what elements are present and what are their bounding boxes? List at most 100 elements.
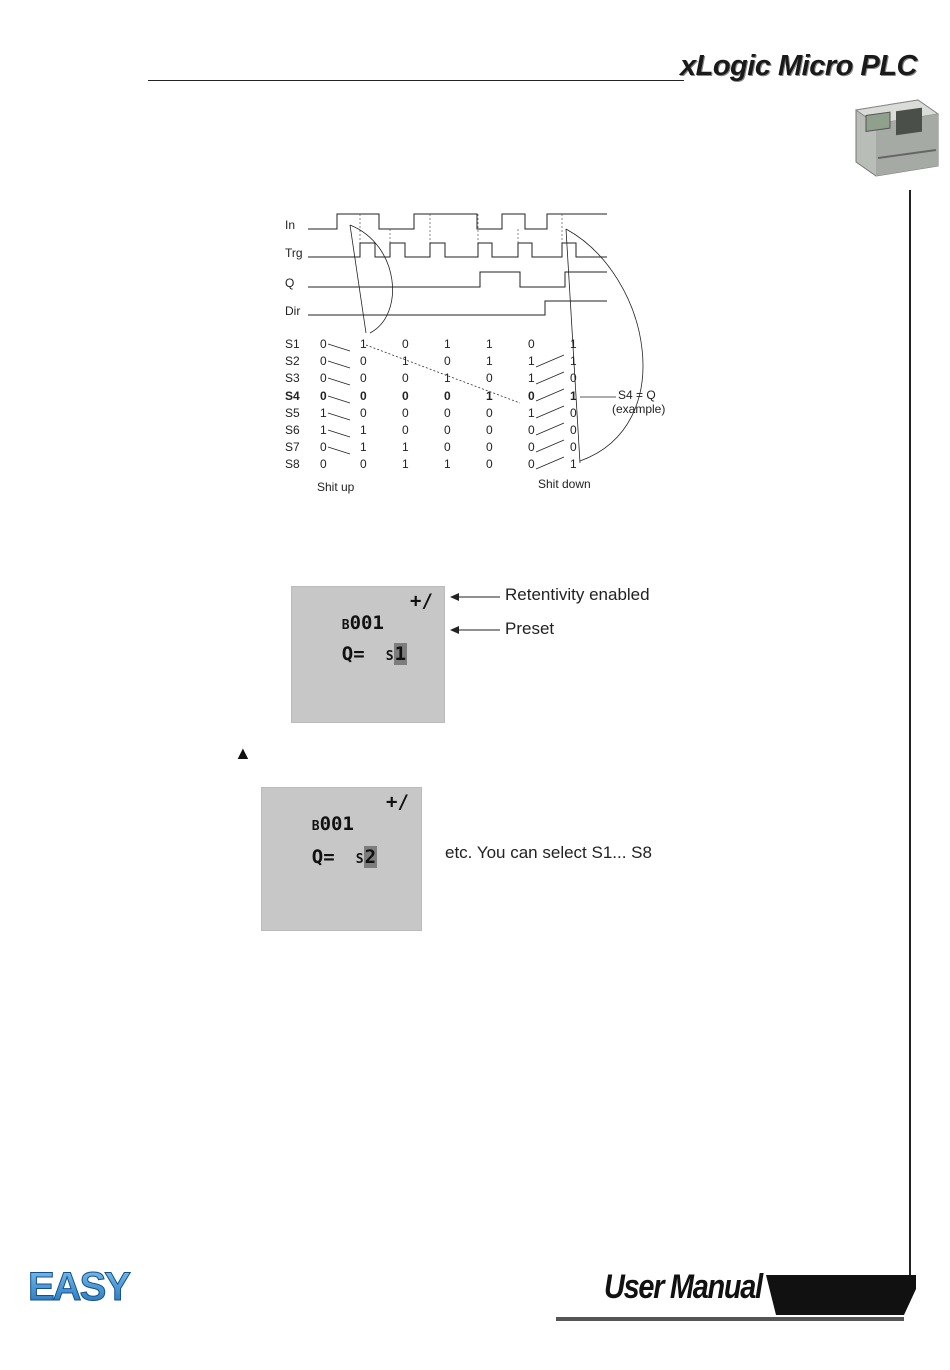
- register-cell: 0: [444, 389, 451, 403]
- register-column-2: 0 1 0 0 0 0 1 1: [402, 337, 409, 471]
- register-column-1: 1 0 0 0 0 1 1 0: [360, 337, 367, 471]
- register-cell: 0: [360, 354, 367, 368]
- register-label-s5: S5: [285, 406, 300, 420]
- shift-register-timing-diagram: In Trg Q Dir S1 S2 S3 S4 S5 S6 S7 S8 0 0…: [285, 213, 665, 494]
- q-label: Q=: [311, 846, 335, 868]
- block-number: 001: [349, 612, 384, 634]
- register-cell: 0: [486, 457, 493, 471]
- register-cell: 0: [320, 457, 327, 471]
- signal-label-dir: Dir: [285, 304, 300, 318]
- shift-down-line: [565, 228, 581, 464]
- shift-down-arrows: [535, 354, 565, 470]
- waveform-dir: [308, 300, 607, 316]
- block-number: 001: [319, 813, 354, 835]
- register-cell: 1: [402, 457, 409, 471]
- waveform-q: [308, 271, 607, 288]
- register-cell: 1: [402, 440, 409, 454]
- register-cell: 0: [360, 406, 367, 420]
- register-cell: 0: [402, 423, 409, 437]
- register-label-s1: S1: [285, 337, 300, 351]
- note-retentivity: Retentivity enabled: [505, 585, 650, 604]
- waveform-trg: [308, 242, 607, 258]
- register-cell: 0: [320, 389, 327, 403]
- lcd-screen-retentivity: B001 +/ Q= S1: [291, 586, 445, 723]
- register-label-s2: S2: [285, 354, 300, 368]
- register-cell: 1: [320, 406, 327, 420]
- register-label-s7: S7: [285, 440, 300, 454]
- register-cell: 0: [360, 389, 367, 403]
- register-cell: 1: [486, 354, 493, 368]
- register-cell: 0: [570, 406, 577, 420]
- register-cell: 1: [444, 371, 451, 385]
- s4-note: S4 = Q: [618, 388, 656, 402]
- note-preset: Preset: [505, 619, 555, 638]
- shift-up-arrows: [327, 343, 351, 455]
- register-cell: 0: [570, 423, 577, 437]
- easy-logo-text: EASY: [28, 1266, 131, 1304]
- up-key-icon: ▲: [234, 743, 252, 763]
- block-letter: B: [341, 618, 350, 633]
- register-cell: 0: [402, 371, 409, 385]
- register-column-5: 0 1 1 0 1 0 0 0: [528, 337, 535, 471]
- register-cell: 0: [360, 457, 367, 471]
- register-cell: 0: [486, 423, 493, 437]
- s-prefix: S: [355, 852, 364, 867]
- register-column-0: 0 0 0 0 1 1 0 0: [320, 337, 327, 471]
- register-cell: 0: [528, 440, 535, 454]
- register-cell: 0: [320, 371, 327, 385]
- register-cell: 1: [444, 457, 451, 471]
- register-cell: 0: [486, 406, 493, 420]
- footer-bar: [556, 1275, 916, 1321]
- register-cell: 0: [486, 371, 493, 385]
- register-cell: 1: [570, 389, 577, 403]
- dotted-s1-s4: [365, 344, 521, 404]
- register-cell: 0: [402, 406, 409, 420]
- register-cell: 1: [570, 337, 577, 351]
- register-label-s3: S3: [285, 371, 300, 385]
- register-column-3: 1 0 1 0 0 0 0 1: [444, 337, 451, 471]
- q-label: Q=: [341, 643, 365, 665]
- register-cell: 0: [402, 389, 409, 403]
- register-cell: 0: [320, 337, 327, 351]
- register-cell: 1: [570, 457, 577, 471]
- register-cell: 0: [320, 440, 327, 454]
- register-cell: 0: [320, 354, 327, 368]
- page-right-rule: [909, 190, 911, 1280]
- register-cell: 0: [528, 457, 535, 471]
- register-cell: 1: [360, 337, 367, 351]
- register-cell: 0: [570, 440, 577, 454]
- register-cell: 1: [486, 389, 493, 403]
- header-title: xLogic Micro PLC: [680, 50, 917, 82]
- register-cell: 0: [528, 389, 535, 403]
- signal-label-q: Q: [285, 276, 294, 290]
- register-cell: 0: [486, 440, 493, 454]
- easy-logo: EASY: [28, 1266, 134, 1304]
- register-cell: 0: [528, 337, 535, 351]
- shift-up-line: [349, 224, 367, 334]
- s-prefix: S: [385, 649, 394, 664]
- register-cell: 1: [320, 423, 327, 437]
- s-value-cursor[interactable]: 1: [393, 643, 408, 665]
- register-cell: 0: [528, 423, 535, 437]
- shift-up-curve: [349, 224, 393, 334]
- register-label-s6: S6: [285, 423, 300, 437]
- register-cell: 1: [444, 337, 451, 351]
- register-cell: 0: [570, 371, 577, 385]
- retentivity-flag: +/: [386, 791, 409, 813]
- register-cell: 1: [528, 371, 535, 385]
- register-cell: 0: [444, 440, 451, 454]
- register-cell: 1: [486, 337, 493, 351]
- register-cell: 1: [360, 440, 367, 454]
- plc-device-icon: [854, 99, 940, 177]
- register-cell: 1: [360, 423, 367, 437]
- register-cell: 1: [528, 406, 535, 420]
- register-cell: 1: [528, 354, 535, 368]
- block-letter: B: [311, 819, 320, 834]
- waveform-in: [308, 213, 607, 230]
- register-label-s8: S8: [285, 457, 300, 471]
- signal-label-trg: Trg: [285, 246, 303, 260]
- register-label-s4: S4: [285, 389, 300, 403]
- lcd-screen-selection: B001 +/ Q= S2: [261, 787, 422, 931]
- annotation-arrows: [450, 593, 500, 634]
- s-value-cursor[interactable]: 2: [363, 846, 378, 868]
